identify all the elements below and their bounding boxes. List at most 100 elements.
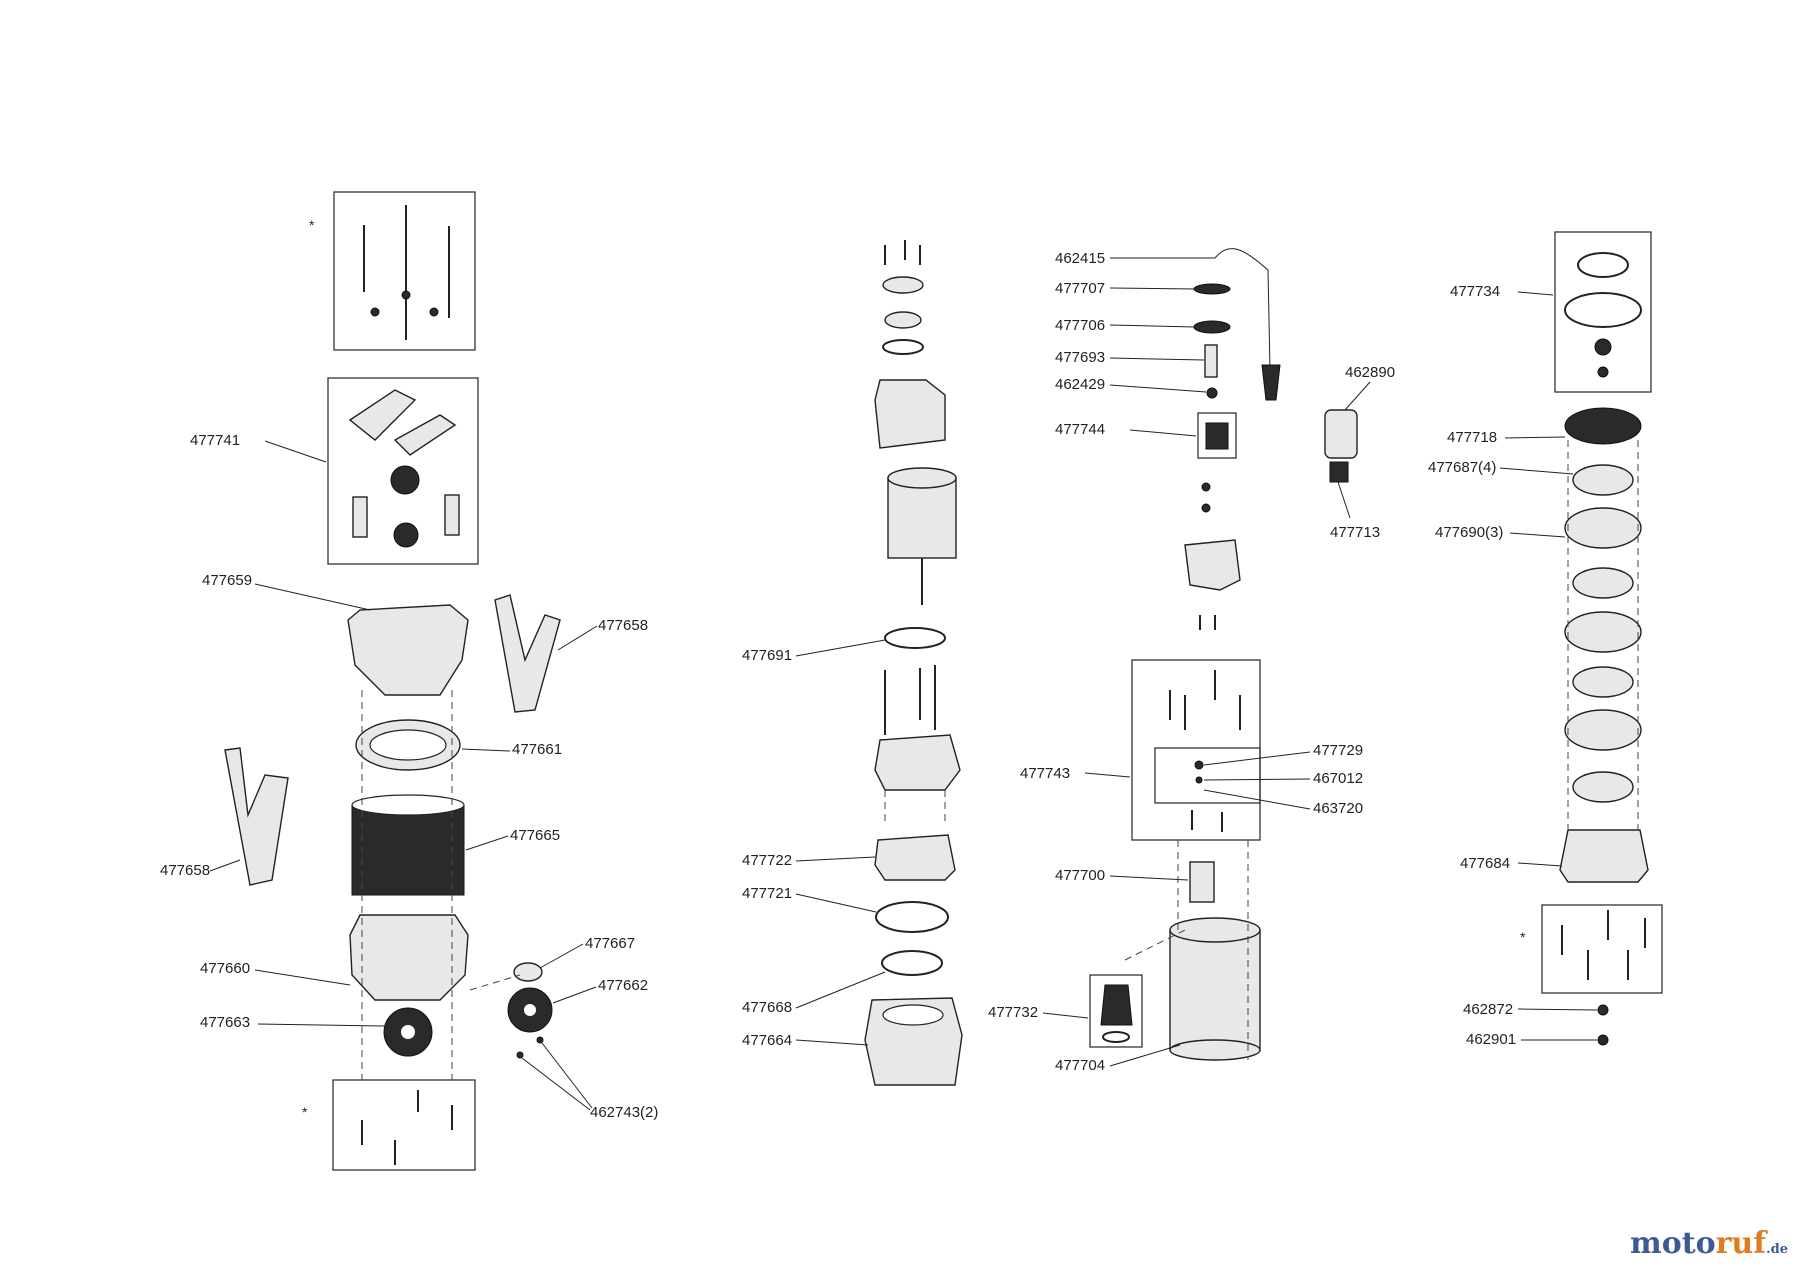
motor-stator	[351, 804, 465, 896]
leader-line	[465, 835, 509, 851]
right-stage-assembly: 477734 477718 477687(4) 477690(3) 477684…	[1428, 231, 1663, 1048]
motor-casing-top	[1169, 917, 1261, 943]
switch-bracket	[393, 414, 457, 456]
seal-kit-box	[1089, 974, 1143, 1048]
handle-half	[494, 594, 561, 713]
label-462890: 462890	[1345, 364, 1395, 381]
label-477722: 477722	[742, 852, 792, 869]
label-477691: 477691	[742, 647, 792, 664]
switch-contact	[352, 496, 368, 538]
shaft-seal	[513, 962, 543, 982]
float-switch	[1324, 409, 1358, 459]
label-462872: 462872	[1463, 1001, 1513, 1018]
label-477706: 477706	[1055, 317, 1105, 334]
o-ring	[1564, 292, 1642, 328]
leader-line	[1109, 357, 1205, 361]
terminal-block	[1184, 539, 1241, 591]
label-477684: 477684	[1460, 855, 1510, 872]
nut	[1201, 503, 1211, 513]
motor-top-housing	[874, 379, 946, 449]
impeller-hub	[401, 1025, 415, 1039]
leader-line	[539, 943, 584, 969]
leader-line	[1337, 481, 1351, 519]
logo-accent: ruf	[1715, 1226, 1767, 1261]
label-477667: 477667	[585, 935, 635, 952]
label-477663: 477663	[200, 1014, 250, 1031]
label-467012: 467012	[1313, 770, 1363, 787]
leader-line	[254, 969, 351, 986]
label-477729: 477729	[1313, 742, 1363, 759]
nut	[1194, 760, 1204, 770]
leader-line	[521, 1057, 591, 1111]
clamp-ring-inner	[369, 729, 447, 761]
label-477668: 477668	[742, 999, 792, 1016]
washer	[1193, 283, 1231, 295]
leader-line	[257, 1023, 386, 1027]
asterisk-top-left: *	[309, 217, 315, 233]
diffuser-stage	[1564, 611, 1642, 653]
label-477693: 477693	[1055, 349, 1105, 366]
washer	[1193, 320, 1231, 334]
leader-line	[1129, 429, 1197, 437]
screw-kit-inner-box	[1154, 747, 1261, 804]
o-ring	[882, 339, 924, 355]
screw-kit-box-top	[333, 191, 476, 351]
label-477658-left: 477658	[160, 862, 210, 879]
label-462901: 462901	[1466, 1031, 1516, 1048]
label-477687: 477687(4)	[1428, 459, 1496, 476]
brand-logo: motoruf.de	[1630, 1226, 1788, 1261]
center-assembly: 477691 477722 477721 477668 477664	[742, 240, 963, 1086]
leader-line	[264, 440, 327, 463]
nut	[1597, 366, 1609, 378]
label-477732: 477732	[988, 1004, 1038, 1021]
shaft-coupling	[1189, 861, 1215, 903]
washer	[1597, 1034, 1609, 1046]
nut	[1597, 1004, 1609, 1016]
leader-line	[1504, 436, 1566, 439]
impeller-stage	[1572, 464, 1634, 496]
o-ring	[1577, 252, 1629, 278]
leader-line	[1344, 381, 1371, 411]
leader-line	[1517, 1008, 1598, 1011]
logo-main: moto	[1629, 1226, 1716, 1261]
label-477700: 477700	[1055, 867, 1105, 884]
switch-kit-box	[327, 377, 479, 565]
label-477660: 477660	[200, 960, 250, 977]
rotor-top	[887, 467, 957, 489]
leader-line	[1509, 532, 1566, 538]
stage-housing	[1559, 829, 1649, 883]
leader-line	[1109, 324, 1195, 328]
leader-line	[795, 893, 877, 913]
screw-kit-box-477743	[1131, 659, 1261, 841]
diffuser-stage	[1564, 507, 1642, 549]
label-477664: 477664	[742, 1032, 792, 1049]
leader-line	[461, 748, 511, 752]
leader-line	[1084, 772, 1131, 778]
seal-ring	[1102, 1031, 1130, 1043]
leader-line	[1109, 384, 1207, 393]
nut	[370, 307, 380, 317]
switch-gear	[390, 465, 420, 495]
lower-housing	[349, 914, 469, 1001]
bearing	[1594, 338, 1612, 356]
o-ring	[884, 627, 946, 649]
leader-line	[1203, 778, 1311, 781]
label-477744: 477744	[1055, 421, 1105, 438]
assembly-axis	[469, 974, 521, 991]
label-477718: 477718	[1447, 429, 1497, 446]
diffuser-top	[1564, 407, 1642, 445]
impeller-small-hub	[524, 1004, 536, 1016]
cable-gland	[1261, 364, 1281, 401]
washer	[1195, 776, 1203, 784]
leader-line	[795, 639, 886, 657]
switch-gear	[393, 522, 419, 548]
screw-kit-box-right	[1541, 904, 1663, 994]
screw-head	[516, 1051, 524, 1059]
float-clip	[1329, 461, 1349, 483]
handle-half	[224, 747, 289, 886]
leader-line	[1042, 1012, 1089, 1019]
gasket-ring	[881, 950, 943, 976]
connector	[1205, 422, 1229, 450]
label-477665: 477665	[510, 827, 560, 844]
